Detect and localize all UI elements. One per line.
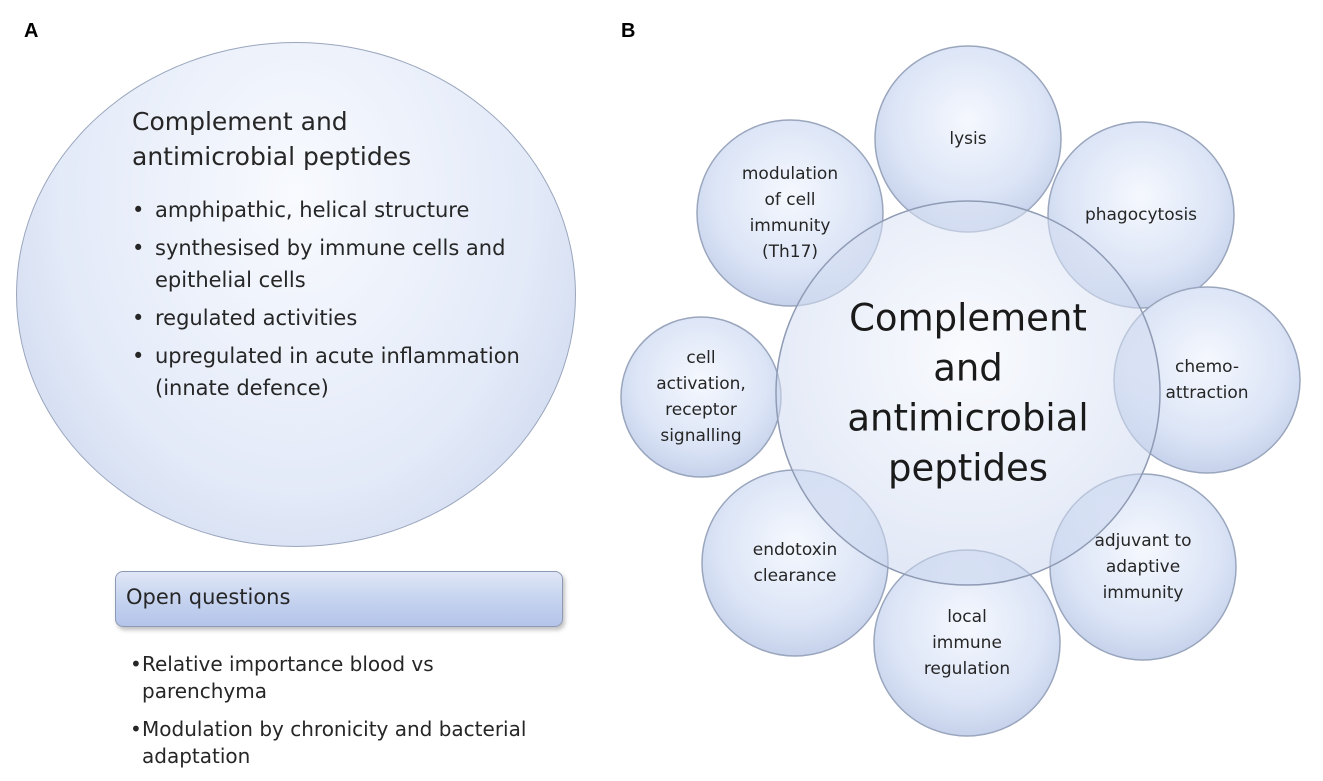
node-label-modulation: immunity	[750, 216, 831, 236]
center-label: peptides	[888, 447, 1048, 490]
node-label-local-immune-regulation: local	[947, 607, 987, 627]
node-label-cell-activation: cell	[686, 348, 715, 368]
node-label-cell-activation: signalling	[660, 426, 741, 446]
open-questions-title: Open questions	[126, 585, 291, 609]
node-label-adjuvant: adjuvant to	[1094, 531, 1191, 551]
open-questions-list: Relative importance blood vs parenchyma …	[130, 651, 550, 781]
node-label-cell-activation: activation,	[656, 374, 746, 394]
panel-a-title-line: antimicrobial peptides	[132, 142, 412, 171]
node-label-local-immune-regulation: immune	[932, 633, 1002, 653]
list-item: Relative importance blood vs parenchyma	[130, 651, 550, 705]
node-label-modulation: (Th17)	[762, 242, 818, 262]
node-circle-cell-activation	[620, 316, 782, 478]
panel-label-a: A	[24, 20, 39, 42]
panel-a-bullet-list: amphipathic, helical structure synthesis…	[132, 194, 532, 410]
node-label-chemoattraction: chemo-	[1175, 357, 1239, 377]
list-item: regulated activities	[132, 302, 532, 334]
list-item: Modulation by chronicity and bacterial a…	[130, 716, 550, 770]
open-questions-box: Open questions	[115, 571, 563, 627]
node-label-lysis: lysis	[949, 129, 986, 149]
node-label-chemoattraction: attraction	[1165, 383, 1248, 403]
list-item: upregulated in acute inflammation (innat…	[132, 340, 532, 404]
node-label-endotoxin-clearance: endotoxin	[753, 540, 838, 560]
node-label-phagocytosis: phagocytosis	[1085, 205, 1197, 225]
node-label-local-immune-regulation: regulation	[924, 659, 1010, 679]
node-label-adjuvant: immunity	[1103, 583, 1184, 603]
center-label: antimicrobial	[847, 397, 1088, 440]
panel-label-b: B	[621, 20, 636, 42]
list-item: amphipathic, helical structure	[132, 194, 532, 226]
node-label-adjuvant: adaptive	[1106, 557, 1180, 577]
center-label: Complement	[849, 297, 1087, 340]
node-label-endotoxin-clearance: clearance	[754, 566, 837, 586]
node-label-modulation: of cell	[764, 190, 815, 210]
node-label-cell-activation: receptor	[665, 400, 737, 420]
panel-a-title: Complement and antimicrobial peptides	[132, 104, 532, 174]
center-label: and	[933, 347, 1003, 390]
center-circle	[775, 200, 1161, 586]
node-label-modulation: modulation	[742, 164, 838, 184]
list-item: synthesised by immune cells and epitheli…	[132, 232, 532, 296]
panel-a-title-line: Complement and	[132, 107, 348, 136]
